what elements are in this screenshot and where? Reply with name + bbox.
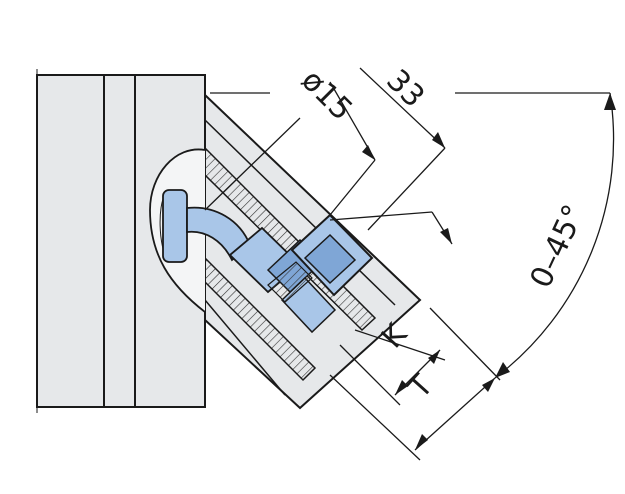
dimension-lines bbox=[204, 67, 615, 461]
label-diameter: ø15 bbox=[294, 63, 359, 128]
arrowheads bbox=[362, 93, 616, 450]
fitting bbox=[162, 189, 374, 334]
label-angle: 0–45° bbox=[524, 199, 593, 293]
label-depth: 33 bbox=[379, 63, 431, 115]
label-t: T bbox=[401, 368, 440, 406]
